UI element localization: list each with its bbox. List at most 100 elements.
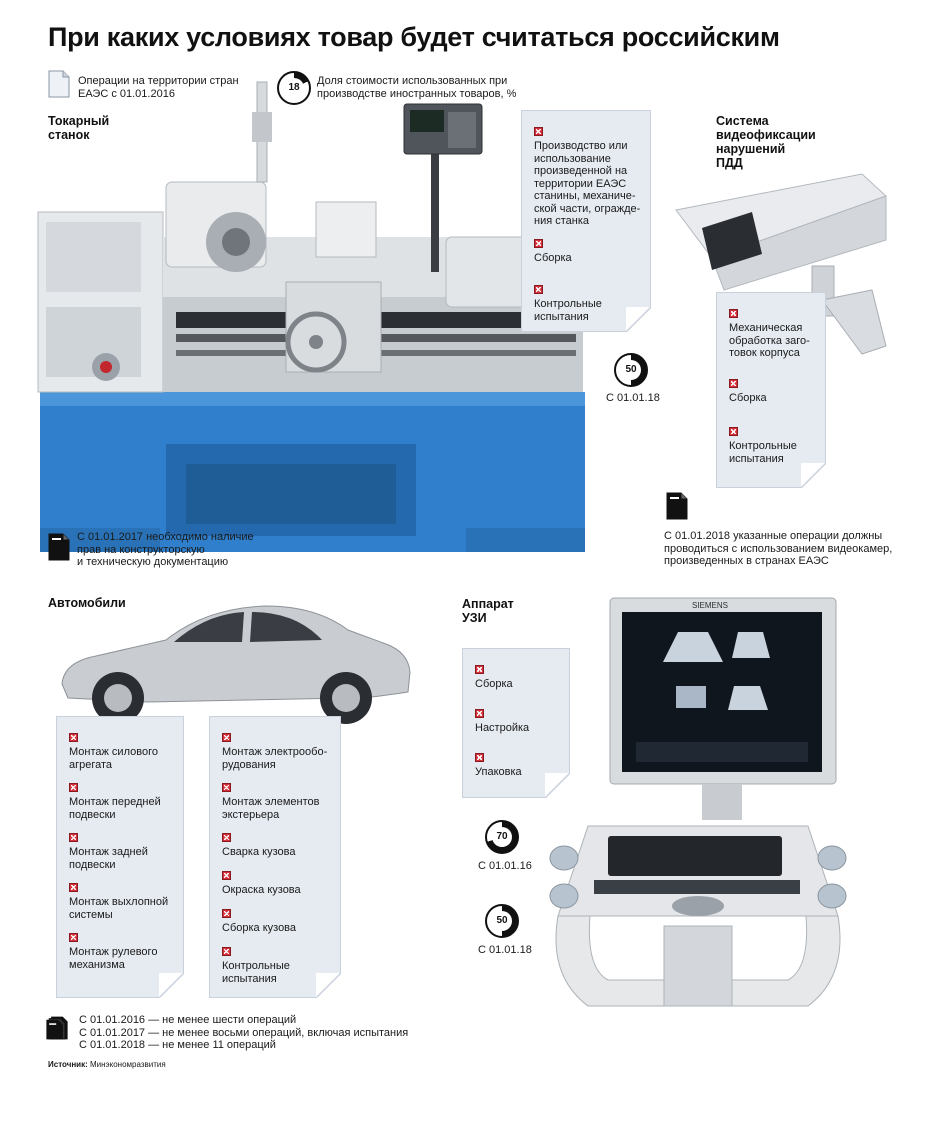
checkbox-icon [69, 733, 78, 742]
car-operation: Контрольные испытания [222, 947, 332, 985]
car-operation: Монтаж рулевого механизма [69, 933, 175, 971]
cars-operations-card-2: Монтаж электрообо- рудования Монтаж элем… [209, 716, 341, 998]
camera-operations-card: Механическая обработка заго- товок корпу… [716, 292, 826, 488]
lathe-operation-line: ской части, огражде- [534, 202, 641, 215]
lathe-title-line: Токарный [48, 114, 110, 128]
car-operation-line: Монтаж выхлопной [69, 896, 169, 908]
car-operation-line: системы [69, 908, 113, 921]
lathe-share-date: С 01.01.18 [606, 392, 660, 404]
camera-title-line: видеофиксации [716, 128, 816, 142]
legend-share-line: Доля стоимости использованных при [317, 75, 508, 87]
source-label: Источник: [48, 1060, 88, 1069]
car-operation: Монтаж задней подвески [69, 833, 175, 871]
checkbox-icon [222, 833, 231, 842]
camera-operation-line: Сборка [729, 392, 767, 404]
share-value: 70 [492, 827, 512, 847]
car-operation: Сварка кузова [222, 833, 332, 859]
ultrasound-operation: Сборка [475, 665, 561, 691]
camera-operation-line: Механическая [729, 322, 803, 334]
camera-operation-2: Сборка [729, 379, 817, 405]
cars-notes: С 01.01.2016 — не менее шести операций С… [79, 1014, 408, 1052]
cars-title: Автомобили [48, 596, 126, 610]
camera-title: Система видеофиксации нарушений ПДД [716, 114, 816, 170]
car-operation-line: Монтаж задней [69, 846, 148, 858]
lathe-operation-3: Контрольные испытания [534, 285, 642, 323]
checkbox-icon [69, 783, 78, 792]
page-fold [626, 307, 650, 331]
checkbox-icon [222, 783, 231, 792]
checkbox-icon [475, 753, 484, 762]
checkbox-icon [534, 239, 543, 248]
car-operation-line: Монтаж электрообо- [222, 746, 328, 758]
car-operation: Монтаж передней подвески [69, 783, 175, 821]
checkbox-icon [475, 709, 484, 718]
car-operation-line: Сварка кузова [222, 846, 296, 858]
ultrasound-operation-line: Упаковка [475, 766, 522, 778]
lathe-operation-line: станины, механиче- [534, 190, 636, 202]
car-operation-line: подвески [69, 858, 116, 871]
share-pie-lathe: 50 [614, 353, 648, 387]
lathe-title-line: станок [48, 128, 90, 142]
monitor-brand-label: SIEMENS [692, 601, 729, 610]
lathe-title: Токарный станок [48, 114, 109, 142]
lathe-operations-card: Производство или использование произведе… [521, 110, 651, 332]
checkbox-icon [222, 733, 231, 742]
car-operation-line: Сборка кузова [222, 922, 297, 934]
car-operation: Сборка кузова [222, 909, 332, 935]
camera-doc-note: С 01.01.2018 указанные операции должны п… [664, 530, 892, 568]
lathe-operation-line: ния станка [534, 215, 590, 227]
ultrasound-operation-line: Сборка [475, 678, 513, 690]
share-pie-ultrasound-2018: 50 [485, 904, 519, 938]
camera-doc-note-line: проводиться с использованием видеокамер, [664, 542, 893, 555]
checkbox-icon [729, 309, 738, 318]
page-fold [316, 973, 340, 997]
camera-operation-line: обработка заго- [729, 334, 810, 347]
car-operation-line: Контрольные [222, 960, 290, 972]
checkbox-icon [475, 665, 484, 674]
lathe-doc-note-line: С 01.01.2017 необходимо наличие [77, 531, 254, 543]
car-operation-line: испытания [222, 972, 277, 985]
lathe-operation-line: произведенной на [534, 165, 628, 177]
car-operation: Монтаж силового агрегата [69, 733, 175, 771]
lathe-operation-2: Сборка [534, 239, 642, 265]
car-illustration [61, 605, 411, 724]
checkbox-icon [69, 883, 78, 892]
document-icon [48, 533, 70, 561]
camera-operation-line: испытания [729, 452, 784, 465]
car-operation: Монтаж электрообо- рудования [222, 733, 332, 771]
ultrasound-machine-illustration [549, 597, 847, 1007]
car-operation-line: Монтаж рулевого [69, 946, 158, 958]
lathe-doc-note-line: прав на конструкторскую [77, 543, 205, 556]
lathe-illustration [37, 81, 585, 552]
legend-share-label: Доля стоимости использованных при произв… [317, 75, 516, 100]
cars-note-line: С 01.01.2018 — не менее 11 операций [79, 1039, 276, 1051]
ultrasound-title: Аппарат УЗИ [462, 597, 514, 625]
checkbox-icon [534, 285, 543, 294]
camera-operation-3: Контрольные испытания [729, 427, 817, 465]
checkbox-icon [534, 127, 543, 136]
document-icon [666, 492, 688, 520]
car-operation-line: Окраска кузова [222, 884, 301, 896]
car-operation-line: рудования [222, 758, 276, 771]
ultrasound-title-line: Аппарат [462, 597, 514, 611]
ultrasound-operation: Настройка [475, 709, 561, 735]
cars-operations-card-1: Монтаж силового агрегата Монтаж передней… [56, 716, 184, 998]
car-operation: Монтаж выхлопной системы [69, 883, 175, 921]
page-fold [801, 463, 825, 487]
cars-note-line: С 01.01.2016 — не менее шести операций [79, 1014, 297, 1026]
checkbox-icon [729, 427, 738, 436]
lathe-operation-line: Сборка [534, 252, 572, 264]
share-value: 50 [492, 911, 512, 931]
source-line: Источник: Минэкономразвития [48, 1060, 166, 1069]
checkbox-icon [729, 379, 738, 388]
checkbox-icon [69, 933, 78, 942]
checkbox-icon [222, 909, 231, 918]
lathe-doc-note: С 01.01.2017 необходимо наличие прав на … [77, 531, 254, 569]
share-value: 50 [621, 360, 641, 380]
lathe-operation-line: Производство или [534, 140, 628, 152]
camera-title-line: Система [716, 114, 769, 128]
car-operation: Окраска кузова [222, 871, 332, 897]
car-operation-line: подвески [69, 808, 116, 821]
share-pie-legend: 18 [277, 71, 311, 105]
lathe-operation-line: территории ЕАЭС [534, 177, 627, 190]
